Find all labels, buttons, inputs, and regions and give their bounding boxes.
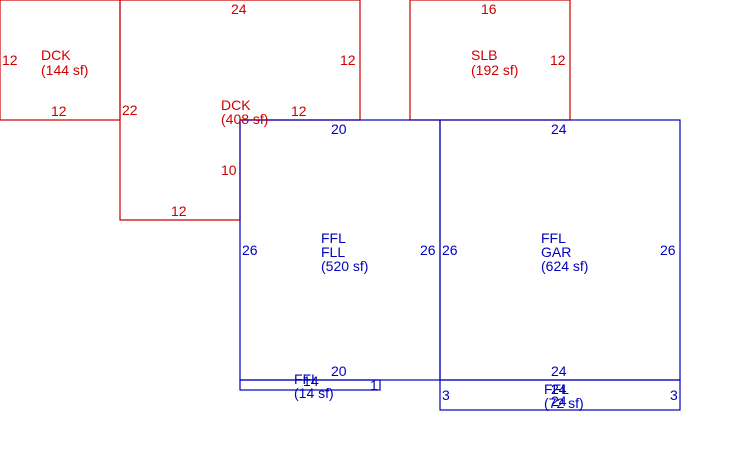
dim-dck-small-left: 12 (2, 52, 18, 68)
area-label-ffl-strip-left-size: (14 sf) (294, 385, 334, 401)
area-label-ffl-gar-name: GAR (541, 244, 571, 260)
area-outline-ffl-strip-right[interactable] (439, 379, 681, 411)
dim-ffl-gar-right: 26 (660, 242, 676, 258)
dim-ffl-gar-top: 24 (551, 121, 567, 137)
area-label-dck-small-code: DCK (41, 47, 71, 63)
dim-slb-right: 12 (550, 52, 566, 68)
dim-ffl-fll-top: 20 (331, 121, 347, 137)
dim-ffl-fll-right: 26 (420, 242, 436, 258)
area-label-ffl-fll-size: (520 sf) (321, 258, 368, 274)
dim-dck-small-bottom: 12 (51, 103, 67, 119)
area-outline-ffl-strip-left[interactable] (239, 379, 381, 391)
dim-ffl-strip-left-length: 14 (303, 373, 319, 389)
dim-ffl-strip-right-bottom: 24 (551, 393, 567, 409)
area-label-ffl-fll-name: FLL (321, 244, 345, 260)
area-label-dck-large-code: DCK (221, 97, 251, 113)
dim-ffl-fll-left: 26 (242, 242, 258, 258)
dim-ffl-strip-right-right: 3 (670, 387, 678, 403)
dim-ffl-strip-right-left: 3 (442, 387, 450, 403)
dim-ffl-gar-bottom: 24 (551, 363, 567, 379)
area-label-dck-small-size: (144 sf) (41, 62, 88, 78)
dim-ffl-gar-left: 26 (442, 242, 458, 258)
area-label-ffl-gar-size: (624 sf) (541, 258, 588, 274)
area-label-ffl-strip-right-code: FFL (544, 381, 569, 397)
dim-dck-large-right: 12 (340, 52, 356, 68)
area-label-slb-size: (192 sf) (471, 62, 518, 78)
dim-dck-large-top: 24 (231, 1, 247, 17)
dim-ffl-strip-left-depth: 1 (370, 377, 378, 393)
dim-ffl-strip-right-top: 24 (551, 381, 567, 397)
area-label-ffl-gar-code: FFL (541, 230, 566, 246)
dim-ffl-fll-bottom: 20 (331, 363, 347, 379)
area-label-ffl-strip-left-code: FFL (294, 371, 319, 387)
dim-dck-large-bottom: 12 (171, 203, 187, 219)
area-label-slb-code: SLB (471, 47, 497, 63)
dim-dck-large-left: 22 (122, 102, 138, 118)
area-label-ffl-strip-right-size: (72 sf) (544, 395, 584, 411)
area-label-ffl-fll-code: FFL (321, 230, 346, 246)
dim-slb-top: 16 (481, 1, 497, 17)
dim-dck-large-step: 10 (221, 162, 237, 178)
dim-dck-large-inner: 12 (291, 103, 307, 119)
area-label-dck-large-size: (408 sf) (221, 111, 268, 127)
